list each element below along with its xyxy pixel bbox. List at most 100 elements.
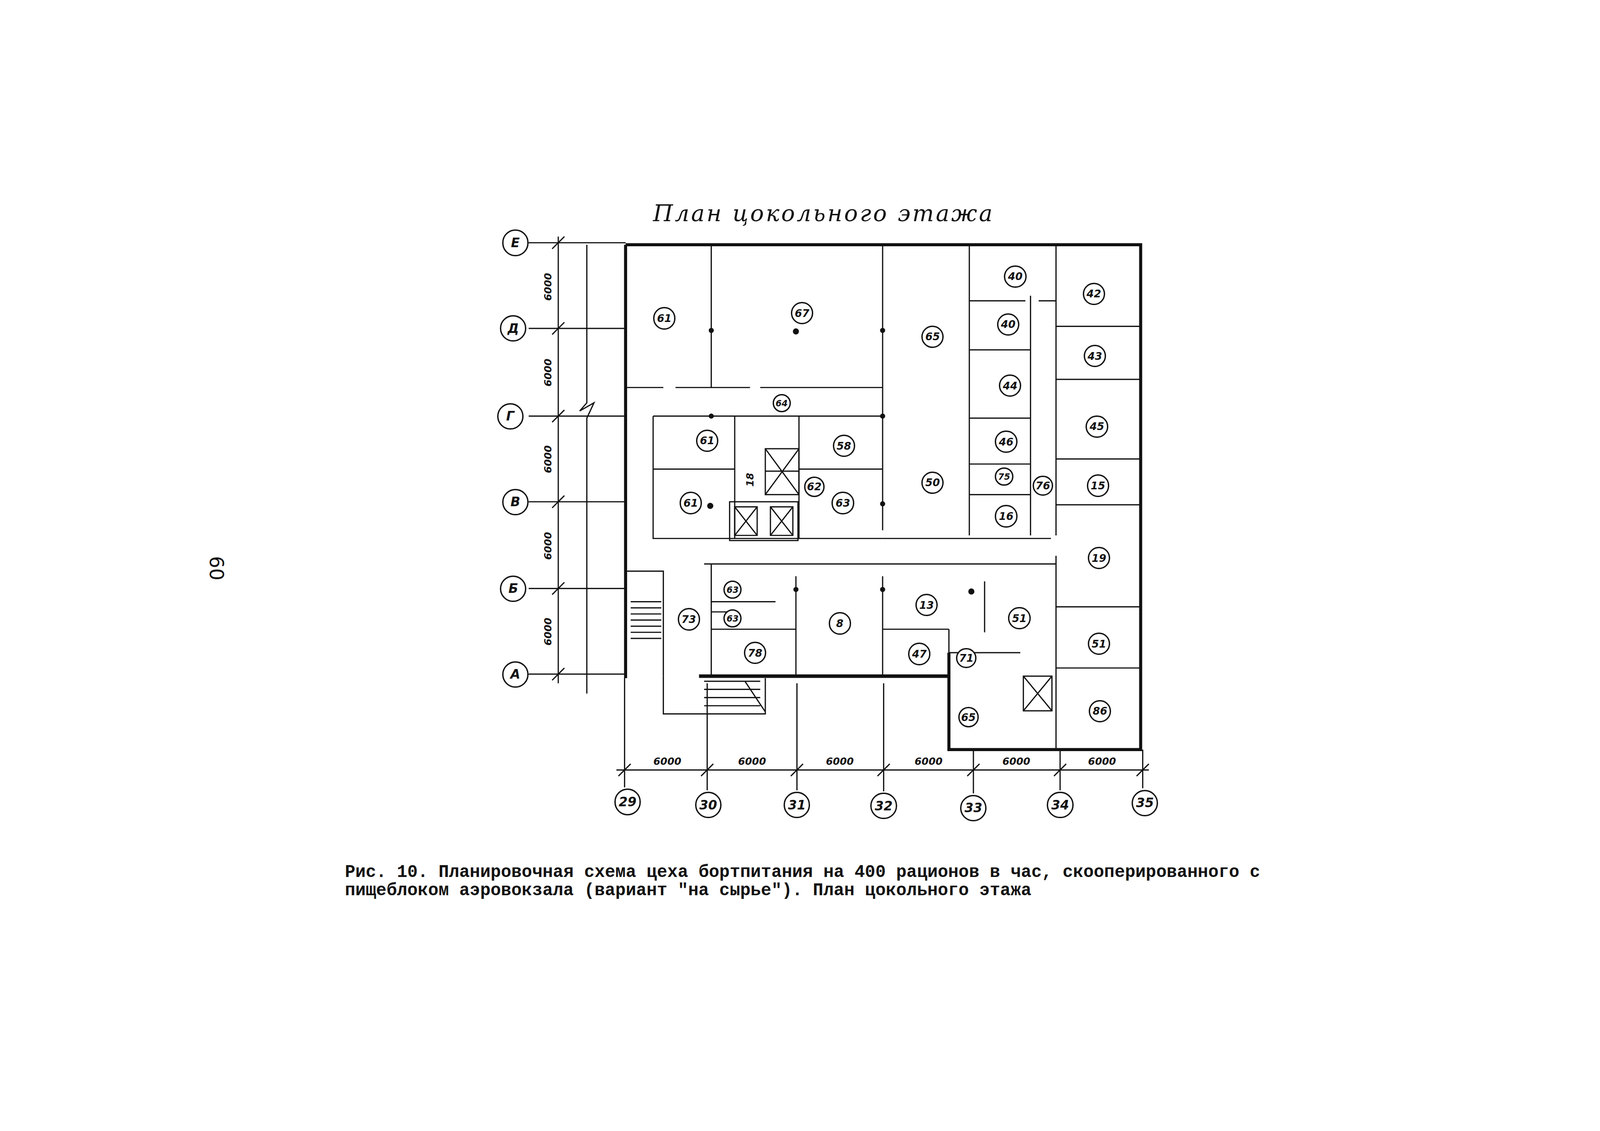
room-number: 61 (696, 429, 719, 452)
callout-number: 13 (919, 599, 934, 612)
room-number: 19 (1087, 546, 1111, 570)
axis-marker: В (502, 488, 529, 516)
page-number: 60 (205, 554, 228, 582)
callout-number: 64 (775, 398, 788, 409)
callout-number: 61 (683, 497, 699, 510)
axis-marker: 31 (783, 791, 811, 819)
callout-number: А (510, 666, 521, 682)
callout-number: Д (507, 321, 520, 337)
callout-number: Б (508, 581, 519, 597)
room-number: 42 (1082, 282, 1106, 306)
room-number: 65 (958, 706, 979, 728)
room-number: 63 (723, 580, 742, 599)
dimension: 6000 (542, 270, 554, 303)
callout-number: 44 (1002, 379, 1018, 392)
room-number: 75 (994, 467, 1013, 486)
callout-number: 43 (1087, 350, 1103, 363)
dimension: 6000 (542, 529, 554, 562)
callout-number: 63 (726, 584, 739, 595)
axis-marker: 35 (1131, 789, 1159, 817)
callout-number: 45 (1089, 420, 1105, 433)
room-number: 46 (994, 430, 1018, 453)
callout-number: 29 (618, 794, 637, 810)
room-number: 50 (921, 471, 944, 494)
room-number: 62 (804, 476, 825, 498)
callout-number: 50 (925, 476, 941, 489)
callout-number: 19 (1091, 552, 1107, 565)
callout-number: 51 (1012, 612, 1027, 625)
room-number: 61 (653, 306, 676, 330)
dimension: 6000 (542, 356, 554, 389)
callout-number: 40 (1000, 318, 1016, 331)
callout-number: 35 (1136, 795, 1154, 811)
callout-number: 58 (836, 440, 852, 452)
axis-marker: Б (499, 575, 527, 603)
room-number: 61 (679, 491, 702, 515)
dimension: 6000 (542, 443, 554, 475)
callout-number: 76 (1035, 479, 1050, 492)
room-number: 76 (1032, 475, 1054, 497)
figure-caption: Рис. 10. Планировочная схема цеха бортпи… (344, 863, 1294, 900)
plan-title: План цокольного этажа (653, 200, 995, 227)
callout-number: 16 (998, 510, 1014, 523)
callout-number: 73 (681, 613, 697, 626)
callout-number: 75 (997, 471, 1010, 482)
room-number: 8 (828, 612, 852, 635)
callout-number: 8 (836, 617, 844, 630)
room-number: 51 (1007, 607, 1031, 630)
room-number: 16 (994, 504, 1018, 528)
room-number: 63 (723, 609, 742, 628)
axis-marker: Г (497, 403, 524, 430)
room-number: 43 (1083, 344, 1107, 368)
callout-number: 46 (998, 436, 1014, 448)
callout-number: 65 (925, 330, 941, 343)
room-number: 65 (921, 325, 944, 349)
axis-marker: Д (499, 315, 527, 342)
room-number: 67 (790, 301, 814, 325)
room-number: 63 (831, 491, 854, 515)
room-number: 44 (998, 374, 1022, 397)
room-number: 51 (1087, 632, 1111, 655)
axis-marker: 29 (614, 788, 641, 816)
callout-number: 15 (1090, 479, 1106, 492)
room-number: 45 (1085, 415, 1108, 438)
axis-marker: А (502, 661, 529, 688)
room-number: 86 (1088, 700, 1112, 723)
room-number: 15 (1086, 474, 1110, 497)
dimension: 6000 (912, 755, 945, 767)
dimension: 6000 (1086, 755, 1118, 767)
room-label: 18 (744, 470, 756, 489)
axis-marker: 32 (870, 792, 897, 820)
callout-number: 31 (788, 797, 806, 813)
room-number: 47 (908, 642, 931, 665)
room-number: 71 (955, 648, 977, 669)
axis-marker: 34 (1046, 791, 1074, 819)
callout-number: 62 (806, 480, 822, 493)
callout-number: 61 (699, 434, 715, 447)
dimension: 6000 (736, 755, 768, 767)
room-number: 58 (832, 434, 856, 458)
room-number: 64 (772, 394, 791, 413)
callout-number: Г (506, 408, 515, 424)
callout-number: 71 (959, 652, 974, 665)
callout-number: 61 (656, 312, 672, 325)
callout-number: 42 (1086, 287, 1102, 300)
callout-number: 78 (748, 647, 763, 660)
callout-number: 34 (1051, 797, 1070, 813)
room-number: 40 (1003, 265, 1027, 288)
room-number: 40 (997, 313, 1020, 336)
axis-marker: Е (502, 229, 529, 256)
callout-number: 32 (874, 798, 893, 814)
callout-number: 51 (1091, 638, 1107, 650)
room-number: 78 (743, 641, 767, 665)
callout-number: 47 (912, 648, 927, 660)
room-number: 13 (915, 593, 938, 617)
callout-number: Е (510, 235, 520, 251)
callout-number: 63 (726, 613, 739, 624)
dimension: 6000 (1000, 755, 1033, 767)
room-number: 73 (677, 607, 701, 631)
callout-number: 30 (699, 797, 717, 813)
dimension: 6000 (651, 755, 684, 767)
dimension: 6000 (824, 755, 856, 767)
